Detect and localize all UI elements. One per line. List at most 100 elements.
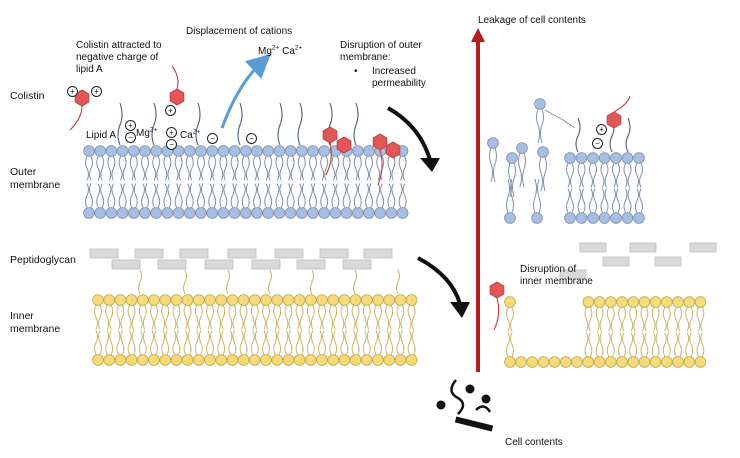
lipid-a-label: Lipid A: [86, 130, 117, 141]
minus-charge-5: −: [592, 138, 603, 149]
outer-lipid-head: [363, 207, 375, 219]
scattered-head: [504, 212, 516, 224]
outer-lipid-tail: [275, 156, 280, 181]
inner-lipid-tail: [217, 330, 222, 355]
outer-lipid-tail: [639, 188, 643, 213]
outer-lipid-tail: [369, 183, 373, 208]
inner-lipid-tail: [142, 330, 147, 355]
inner-lipid-tail: [131, 330, 136, 355]
inner-lipid-tail: [506, 332, 510, 357]
inner-lipid-tail: [94, 305, 98, 330]
colistin-hexagon: [322, 126, 338, 144]
outer-lipid-tail: [391, 183, 396, 208]
inner-lipid-tail: [295, 330, 300, 355]
inner-lipid-tail: [187, 330, 192, 355]
outer-lipid-head: [575, 152, 588, 164]
inner-lipid-tail: [210, 330, 214, 355]
peptidoglycan-brick: [251, 259, 281, 270]
inner-lipid-tail: [595, 307, 600, 332]
outer-membrane-line-1: Outer: [10, 166, 37, 178]
outer-lipid-head: [318, 145, 331, 157]
inner-lipid-tail: [310, 330, 315, 355]
minus-charge-4: −: [246, 133, 257, 144]
outer-lipid-head: [105, 207, 118, 219]
outer-lipid-head: [150, 145, 163, 157]
inner-lipid-tail: [206, 330, 210, 355]
outer-lipid-tail: [241, 156, 246, 181]
outer-lipid-tail: [380, 183, 385, 208]
inner-lipid-head: [405, 354, 418, 366]
inner-lipid-tail: [355, 330, 360, 355]
inner-lipid-head: [616, 356, 628, 368]
inner-lipid-tail: [288, 305, 293, 330]
inner-lipid-tail: [94, 330, 98, 355]
inner-lipid-tail: [228, 305, 233, 330]
outer-lipid-tail: [324, 183, 329, 208]
inner-lipid-tail: [329, 305, 334, 330]
inner-lipid-tail: [306, 305, 311, 330]
outer-lipid-tail: [301, 183, 306, 208]
outer-lipid-tail: [581, 163, 586, 188]
inner-lipid-head: [593, 356, 606, 368]
colistin-hexagon: [169, 88, 185, 106]
inner-lipid-tail: [407, 330, 412, 355]
inner-lipid-tail: [176, 305, 181, 330]
inner-lipid-head: [638, 296, 651, 308]
inner-lipid-tail: [299, 305, 304, 330]
outer-lipid-tail: [387, 183, 392, 208]
inner-lipid-tail: [378, 330, 382, 355]
inner-lipid-head: [405, 294, 418, 306]
outer-lipid-head: [262, 207, 275, 219]
inner-lipid-tail: [127, 330, 132, 355]
scattered-tail: [489, 147, 493, 183]
outer-lipid-head: [128, 207, 140, 219]
inner-lipid-tail: [374, 330, 378, 355]
peptidoglycan-side-label: Peptidoglycan: [10, 254, 76, 266]
inner-lipid-tail: [595, 332, 600, 357]
inner-lipid-tail: [239, 305, 244, 330]
outer-lipid-tail: [208, 183, 213, 208]
outer-lipid-tail: [129, 183, 134, 208]
inner-lipid-head: [582, 356, 594, 368]
outer-lipid-head: [228, 145, 241, 157]
inner-lipid-head: [103, 354, 115, 366]
outer-lipid-head: [396, 207, 409, 219]
inner-lipid-tail: [187, 305, 192, 330]
inner-lipid-tail: [362, 330, 367, 355]
inner-lipid-head: [215, 294, 228, 306]
outer-lipid-tail: [100, 183, 105, 208]
inner-lipid-head: [349, 294, 362, 306]
inner-lipid-head: [559, 356, 572, 368]
inner-lipid-tail: [172, 330, 177, 355]
outer-lipid-head: [351, 207, 364, 219]
disruption-outer-line-1: Disruption of outer: [340, 40, 422, 51]
outer-lipid-head: [621, 152, 634, 164]
plus-charge-5: +: [166, 127, 177, 138]
outer-lipid-tail: [365, 156, 369, 181]
inner-lipid-head: [114, 294, 127, 306]
outer-lipid-tail: [178, 183, 183, 208]
inner-lipid-tail: [284, 330, 289, 355]
peptidoglycan-strand: [226, 269, 230, 295]
outer-lipid-tail: [324, 156, 329, 181]
outer-lipid-tail: [313, 183, 317, 208]
lps-chain: [277, 102, 283, 146]
minus-charge-2: −: [166, 139, 177, 150]
inner-lipid-head: [237, 294, 250, 306]
inner-lipid-tail: [322, 305, 326, 330]
inner-lipid-tail: [154, 305, 158, 330]
colistin-attracted-label: Colistin attracted to negative charge of…: [76, 40, 162, 76]
inner-lipid-tail: [165, 305, 170, 330]
outer-lipid-tail: [163, 156, 168, 181]
inner-lipid-tail: [351, 305, 356, 330]
inner-lipid-tail: [400, 305, 405, 330]
inner-lipid-tail: [273, 305, 278, 330]
mg-label-charge: 2+: [149, 126, 158, 134]
plus-charge-3: +: [165, 105, 176, 116]
outer-lipid-tail: [623, 163, 628, 188]
inner-lipid-tail: [288, 330, 293, 355]
outer-lipid-tail: [219, 156, 224, 181]
outer-lipid-tail: [241, 183, 246, 208]
disruption-arrowhead-upper: [420, 158, 440, 172]
